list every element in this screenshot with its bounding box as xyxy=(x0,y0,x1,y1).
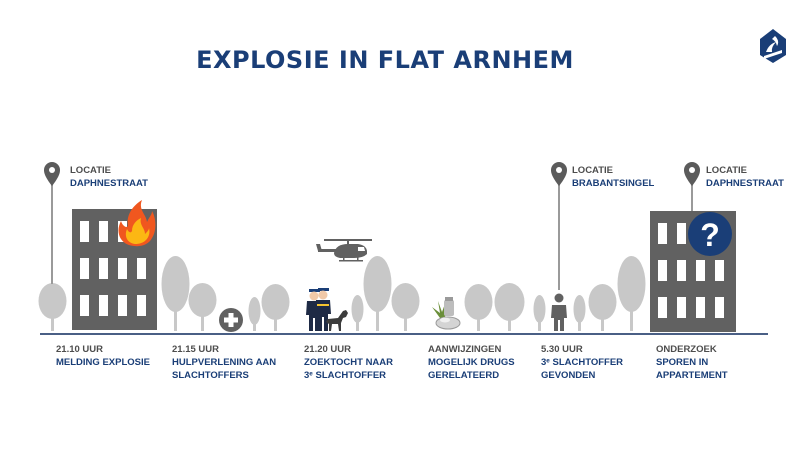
tree xyxy=(39,283,67,331)
location-label: LOCATIE DAPHNESTRAAT xyxy=(706,164,784,190)
timeline-event: 21.20 UUR ZOEKTOCHT NAAR 3ᵉ SLACHTOFFER xyxy=(304,343,393,382)
police-logo-icon xyxy=(760,29,786,63)
timeline-event: AANWIJZINGEN MOGELIJK DRUGS GERELATEERD xyxy=(428,343,515,382)
event-time: 21.20 UUR xyxy=(304,343,393,356)
tree xyxy=(262,284,290,331)
tree xyxy=(618,256,646,331)
tree xyxy=(534,295,546,331)
event-time: 5.30 UUR xyxy=(541,343,623,356)
event-description: HULPVERLENING AAN SLACHTOFFERS xyxy=(172,356,276,382)
tree xyxy=(249,297,261,331)
location-label-title: LOCATIE xyxy=(706,164,784,177)
location-name: DAPHNESTRAAT xyxy=(70,177,148,190)
location-label: LOCATIE BRABANTSINGEL xyxy=(572,164,654,190)
location-label-title: LOCATIE xyxy=(572,164,654,177)
svg-text:?: ? xyxy=(700,217,720,253)
location-name: DAPHNESTRAAT xyxy=(706,177,784,190)
event-description: MELDING EXPLOSIE xyxy=(56,356,150,369)
timeline-event: 21.10 UUR MELDING EXPLOSIE xyxy=(56,343,150,369)
person-icon xyxy=(551,294,567,332)
location-pin-icon xyxy=(44,162,60,284)
event-description: ZOEKTOCHT NAAR 3ᵉ SLACHTOFFER xyxy=(304,356,393,382)
tree xyxy=(495,283,525,331)
event-time: ONDERZOEK xyxy=(656,343,728,356)
event-time: 21.15 UUR xyxy=(172,343,276,356)
tree xyxy=(589,284,617,331)
location-label: LOCATIE DAPHNESTRAAT xyxy=(70,164,148,190)
tree xyxy=(465,284,493,331)
tree xyxy=(352,295,364,331)
police-officers-icon xyxy=(306,288,331,331)
tree xyxy=(574,295,586,331)
first-aid-icon xyxy=(219,308,243,332)
tree xyxy=(162,256,190,331)
event-description: SPOREN IN APPARTEMENT xyxy=(656,356,728,382)
event-description: 3ᵉ SLACHTOFFER GEVONDEN xyxy=(541,356,623,382)
tree xyxy=(392,283,420,331)
question-mark-icon: ? xyxy=(688,212,732,256)
event-time: AANWIJZINGEN xyxy=(428,343,515,356)
event-description: MOGELIJK DRUGS GERELATEERD xyxy=(428,356,515,382)
tree xyxy=(364,256,392,331)
helicopter-icon xyxy=(316,239,372,262)
location-label-title: LOCATIE xyxy=(70,164,148,177)
timeline-event: ONDERZOEK SPOREN IN APPARTEMENT xyxy=(656,343,728,382)
timeline-event: 5.30 UUR 3ᵉ SLACHTOFFER GEVONDEN xyxy=(541,343,623,382)
location-pin-icon xyxy=(684,162,700,212)
location-name: BRABANTSINGEL xyxy=(572,177,654,190)
location-pin-icon xyxy=(551,162,567,290)
event-time: 21.10 UUR xyxy=(56,343,150,356)
timeline-event: 21.15 UUR HULPVERLENING AAN SLACHTOFFERS xyxy=(172,343,276,382)
tree xyxy=(189,283,217,331)
